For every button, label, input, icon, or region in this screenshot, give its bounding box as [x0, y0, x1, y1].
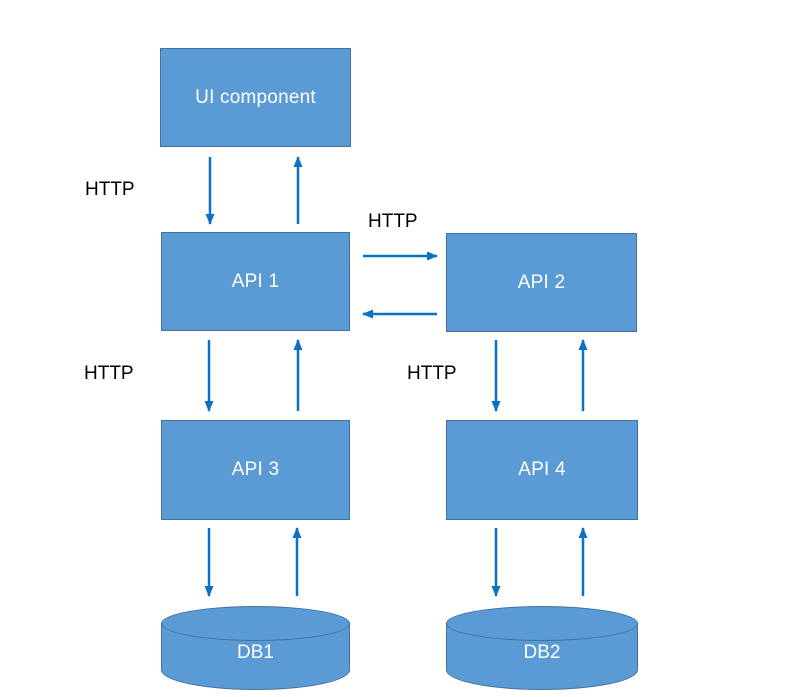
node-api4: API 4 — [446, 420, 638, 520]
db2-cylinder-top — [446, 606, 638, 641]
edge-label-http-api1-api2: HTTP — [368, 211, 418, 232]
edge-label-http-ui-api1: HTTP — [85, 179, 135, 200]
node-api3: API 3 — [161, 420, 350, 520]
db1-cylinder-top — [161, 606, 350, 641]
node-db2-label: DB2 — [523, 642, 561, 663]
node-api2: API 2 — [446, 233, 637, 332]
node-api1: API 1 — [161, 232, 350, 331]
node-db1: DB1 — [161, 606, 350, 690]
node-api4-label: API 4 — [518, 459, 566, 480]
node-ui-component: UI component — [160, 48, 351, 147]
edge-label-http-api2-api4: HTTP — [407, 363, 457, 384]
node-api3-label: API 3 — [231, 459, 280, 480]
node-ui-component-label: UI component — [195, 86, 316, 108]
node-api1-label: API 1 — [231, 270, 280, 292]
node-api2-label: API 2 — [517, 271, 566, 293]
node-db2: DB2 — [446, 606, 638, 690]
edge-label-http-api1-api3: HTTP — [84, 363, 134, 384]
node-db1-label: DB1 — [237, 642, 274, 663]
